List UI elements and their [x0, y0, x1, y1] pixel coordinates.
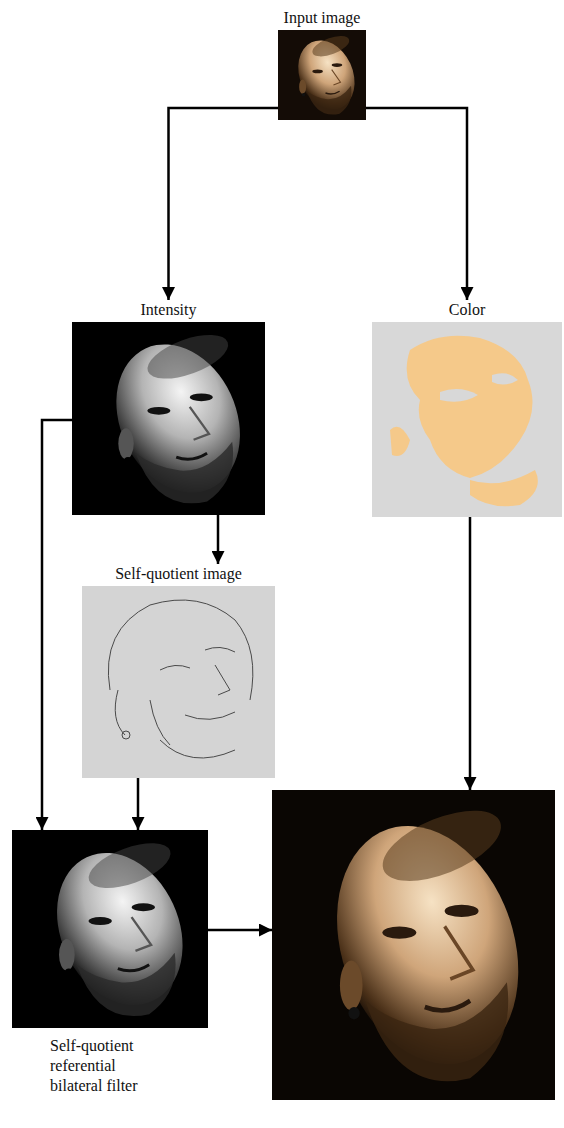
image-panel: Self-quotient image — [82, 564, 275, 778]
image-heading: Self-quotient image — [82, 564, 275, 584]
color-region — [407, 336, 533, 478]
image-heading: Input image — [278, 8, 366, 28]
photo-ground — [272, 790, 555, 1100]
image-heading: Color — [372, 300, 562, 320]
photo-ground — [72, 322, 265, 515]
flow-arrow — [469, 517, 472, 790]
self-quotient-photo — [82, 586, 275, 778]
photo-ground — [278, 30, 366, 120]
photo-ground — [82, 586, 275, 778]
photo-ground — [372, 322, 562, 517]
color-map — [372, 322, 562, 517]
image-panel: Self-quotient referential bilateral filt… — [12, 830, 208, 1096]
image-panel: Intensity — [72, 300, 265, 515]
flow-arrow — [137, 778, 140, 830]
image-panel: Color — [372, 300, 562, 517]
intensity-photo — [72, 322, 265, 515]
image-panel — [272, 790, 555, 1100]
face — [93, 324, 263, 513]
face — [288, 31, 366, 119]
face — [303, 793, 553, 1096]
edge-sketch — [108, 600, 253, 758]
color-region — [470, 470, 538, 506]
color-gap — [440, 389, 478, 402]
flow-arrow — [217, 515, 220, 564]
input-photo — [278, 30, 366, 120]
flow-arrow — [208, 929, 272, 932]
face — [33, 832, 206, 1026]
image-heading: Intensity — [72, 300, 265, 320]
flow-arrow — [366, 108, 467, 300]
output-photo — [272, 790, 555, 1100]
color-gap — [492, 373, 518, 384]
color-region — [390, 427, 410, 456]
flow-arrow — [42, 420, 72, 830]
photo-ground — [12, 830, 208, 1028]
image-panel: Input image — [278, 8, 366, 120]
flow-arrow — [169, 108, 279, 300]
filtered-photo — [12, 830, 208, 1028]
image-caption: Self-quotient referential bilateral filt… — [50, 1036, 168, 1096]
